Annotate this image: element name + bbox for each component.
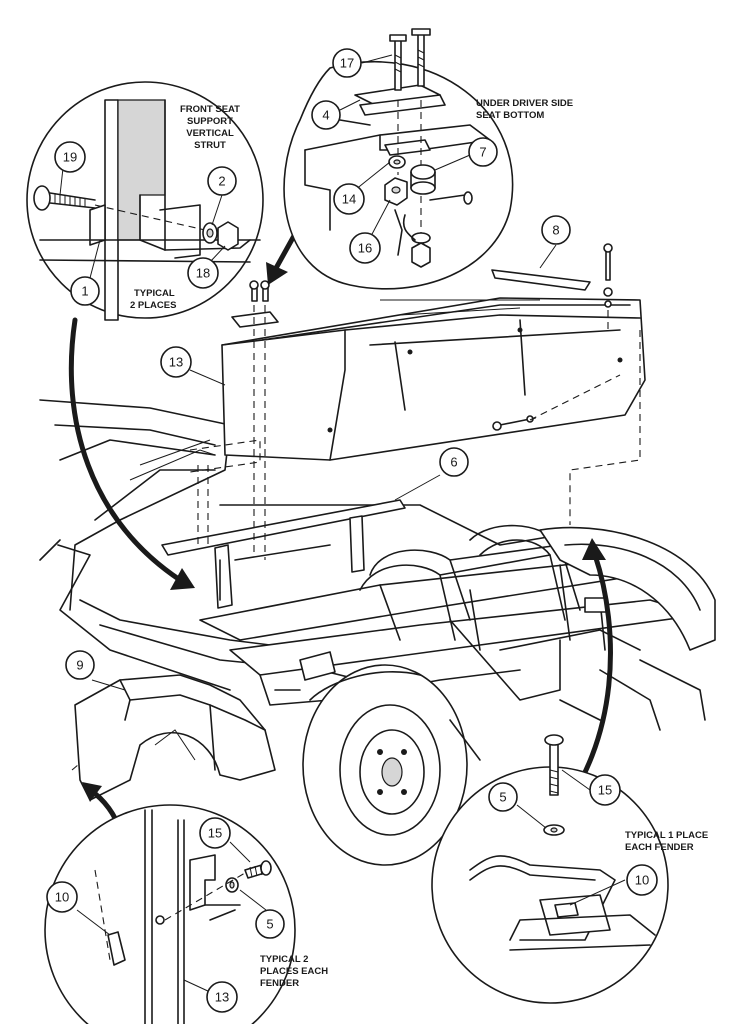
seat-support-bracket <box>161 499 406 609</box>
callout-9: 9 <box>65 650 95 680</box>
svg-text:10: 10 <box>635 873 649 888</box>
detail-fender-top <box>431 734 669 1004</box>
leader-arrows <box>68 222 613 833</box>
note-typical-2-line1: TYPICAL <box>134 288 175 299</box>
svg-text:1: 1 <box>81 284 88 299</box>
note-typical-2-fender-line2: PLACES EACH <box>260 966 328 977</box>
svg-text:10: 10 <box>55 890 69 905</box>
note-under-driver-line2: SEAT BOTTOM <box>476 110 544 121</box>
left-rear-fender <box>74 674 276 801</box>
main-hardware <box>231 243 613 431</box>
seat-bottom-shell <box>221 297 646 461</box>
grab-handle <box>491 269 591 291</box>
svg-text:4: 4 <box>322 108 329 123</box>
svg-text:19: 19 <box>63 150 77 165</box>
note-front-seat-line2: SUPPORT <box>187 116 233 127</box>
callout-13: 13 <box>206 981 238 1013</box>
callout-4: 4 <box>311 100 341 130</box>
callout-14: 14 <box>333 183 365 215</box>
svg-text:14: 14 <box>342 192 356 207</box>
note-typical-2-fender-line3: FENDER <box>260 978 299 989</box>
svg-text:6: 6 <box>450 455 457 470</box>
callout-17: 17 <box>332 48 362 78</box>
shock-mount <box>584 597 608 613</box>
callout-6: 6 <box>439 447 469 477</box>
callout-13: 13 <box>160 346 192 378</box>
callout-15: 15 <box>589 774 621 806</box>
svg-text:13: 13 <box>215 990 229 1005</box>
svg-text:2: 2 <box>218 174 225 189</box>
callout-16: 16 <box>349 232 381 264</box>
callout-leaders <box>59 54 626 993</box>
note-typical-2-fender-line1: TYPICAL 2 <box>260 954 308 965</box>
note-front-seat-line1: FRONT SEAT <box>180 104 240 115</box>
svg-text:16: 16 <box>358 241 372 256</box>
svg-text:15: 15 <box>208 826 222 841</box>
detail-fender-inner <box>44 804 296 1024</box>
callout-19: 19 <box>54 141 86 173</box>
detail-under-driver-side <box>283 28 514 290</box>
callout-8: 8 <box>541 215 571 245</box>
svg-text:13: 13 <box>169 355 183 370</box>
callout-18: 18 <box>187 257 219 289</box>
callout-7: 7 <box>468 137 498 167</box>
callout-10: 10 <box>46 881 78 913</box>
callout-2: 2 <box>207 166 237 196</box>
callout-5: 5 <box>255 909 285 939</box>
note-front-seat-line4: STRUT <box>194 140 226 151</box>
svg-text:8: 8 <box>552 223 559 238</box>
callout-5: 5 <box>488 782 518 812</box>
callout-10: 10 <box>626 864 658 896</box>
annotation-notes: FRONT SEAT SUPPORT VERTICAL STRUT UNDER … <box>130 98 708 989</box>
note-typical-1-line1: TYPICAL 1 PLACE <box>625 830 708 841</box>
note-under-driver-line1: UNDER DRIVER SIDE <box>476 98 573 109</box>
svg-text:7: 7 <box>479 145 486 160</box>
svg-text:5: 5 <box>499 790 506 805</box>
note-typical-2-line2: 2 PLACES <box>130 300 176 311</box>
note-front-seat-line3: VERTICAL <box>186 128 234 139</box>
vehicle-body <box>39 399 716 866</box>
svg-text:17: 17 <box>340 56 354 71</box>
callout-1: 1 <box>70 276 100 306</box>
callout-15: 15 <box>199 817 231 849</box>
svg-text:9: 9 <box>76 658 83 673</box>
svg-text:5: 5 <box>266 917 273 932</box>
svg-text:18: 18 <box>196 266 210 281</box>
note-typical-1-line2: EACH FENDER <box>625 842 694 853</box>
svg-text:15: 15 <box>598 783 612 798</box>
